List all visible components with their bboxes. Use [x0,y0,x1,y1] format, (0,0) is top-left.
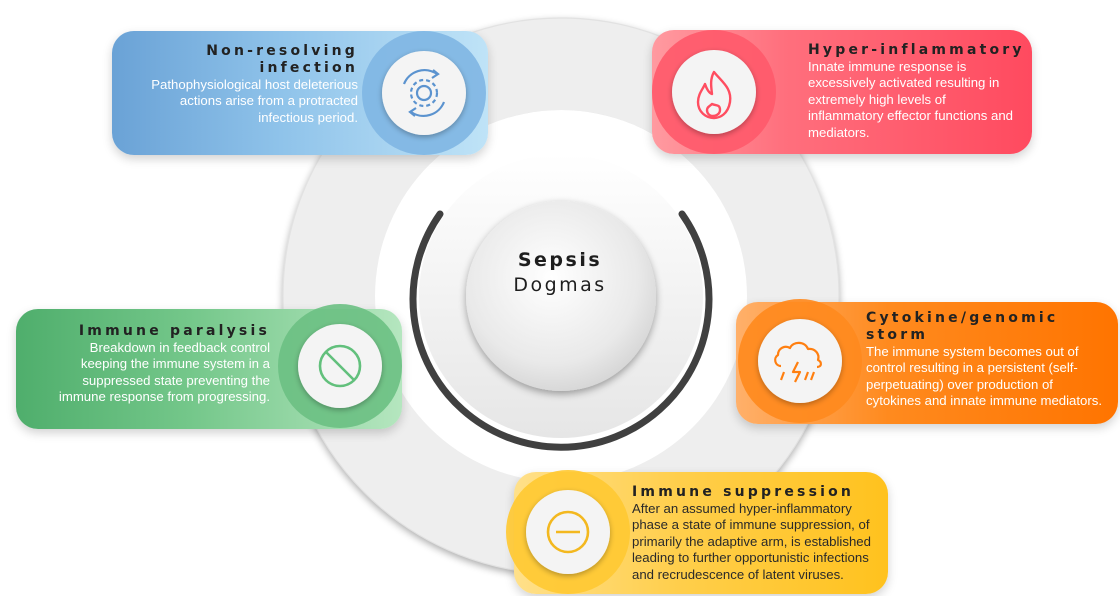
stage-card-immune-suppression: Immune suppression After an assumed hype… [514,472,888,594]
stage-title-line: Non-resolving [206,43,358,59]
stage-desc-line: perpetuating) over production of [866,376,1053,392]
stage-desc-line: Innate immune response is [808,59,967,74]
stage-desc-line: actions arise from a protracted [179,93,358,109]
stage-card-hyper-inflammatory: Hyper-inflammatory Innate immune respons… [652,30,1032,154]
stage-desc-line: infectious period. [258,109,358,125]
stage-desc-line: immune response from progressing. [58,389,270,405]
stage-desc-line: keeping the immune system in a [80,356,270,372]
stage-desc-line: After an assumed hyper-inflammatory [632,501,852,516]
center-label: Sepsis Dogmas [470,248,650,298]
stage-desc-line: control resulting in a persistent (self- [866,360,1078,376]
stage-desc-line: The immune system becomes out of [866,344,1079,359]
stage-desc-line: excessively activated resulting in [808,75,1000,91]
stage-title-line: Immune paralysis [78,323,270,339]
center-disc [466,201,656,391]
stage-desc-line: phase a state of immune suppression, of [632,517,870,533]
stage-card-cytokine-storm: Cytokine/genomic storm The immune system… [736,302,1118,424]
stage-desc-line: Pathophysiological host deleterious [151,77,358,92]
inner-dark-arc [409,210,713,451]
stage-desc-line: leading to further opportunistic infecti… [632,550,869,566]
stage-title-line: Cytokine/genomic [866,310,1059,326]
stage-desc-line: Breakdown in feedback control [89,340,270,355]
stage-desc-line: primarily the adaptive arm, is establish… [632,533,871,549]
stage-desc-line: inflammatory effector functions and [808,108,1013,124]
stage-title-line: Hyper-inflammatory [808,42,1025,58]
stage-desc-line: extremely high levels of [808,91,946,107]
stage-title-line: storm [866,327,929,343]
center-subtitle: Dogmas [513,274,607,296]
stage-card-immune-paralysis: Immune paralysis Breakdown in feedback c… [16,309,402,429]
stage-desc-line: and recrudescence of latent viruses. [632,566,844,582]
stage-card-non-resolving: Non-resolving infection Pathophysiologic… [112,31,488,155]
stage-title-line: infection [259,60,358,76]
stage-title-line: Immune suppression [632,484,855,500]
stage-desc-line: cytokines and innate immune mediators. [866,393,1103,409]
stage-desc-line: mediators. [808,124,870,140]
stage-desc-line: suppressed state preventing the [82,372,270,388]
center-title: Sepsis [517,249,603,271]
